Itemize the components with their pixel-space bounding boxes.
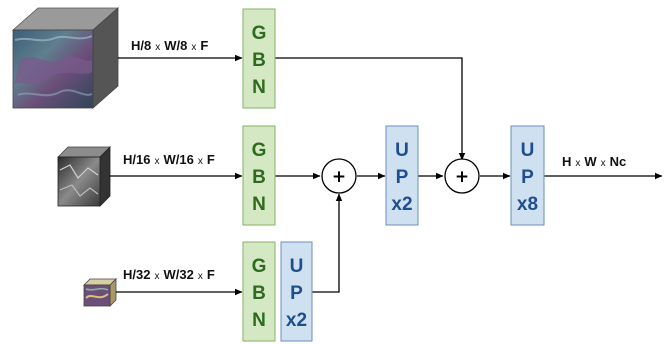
plus-icon: + [455,167,469,187]
up-scale: x2 [286,310,307,331]
gbn-letter: N [252,77,266,98]
gbn-block-3: G B N [242,241,276,342]
up-letter: P [521,167,534,188]
gbn-letter: N [252,194,266,215]
plus-icon: + [332,167,346,187]
up-letter: U [521,140,535,161]
up-scale: x2 [391,194,412,215]
up-block-x2-middle: U P x2 [385,125,419,226]
up-block-x8: U P x8 [510,125,545,226]
gbn-letter: B [252,283,266,304]
input-cube-small [83,278,117,307]
input-cube-medium [57,146,111,207]
gbn-block-2: G B N [242,125,276,226]
gbn-letter: G [252,140,267,161]
up-letter: U [395,140,409,161]
gbn-letter: G [252,23,267,44]
gbn-letter: G [252,256,267,277]
sum-node-2: + [444,158,480,194]
gbn-block-1: G B N [242,8,276,109]
gbn-letter: B [252,50,266,71]
connectors [110,54,663,296]
input-cube-large [11,7,120,109]
up-letter: P [396,167,409,188]
sum-node-1: + [321,158,357,194]
up-letter: U [290,256,304,277]
up-scale: x8 [517,194,538,215]
gbn-letter: B [252,167,266,188]
up-letter: P [290,283,303,304]
arrow-gbn1-to-sum2 [275,57,466,161]
arrow-up3-to-sum1 [312,193,343,293]
up-block-x2-bottom: U P x2 [280,241,313,342]
gbn-letter: N [252,310,266,331]
